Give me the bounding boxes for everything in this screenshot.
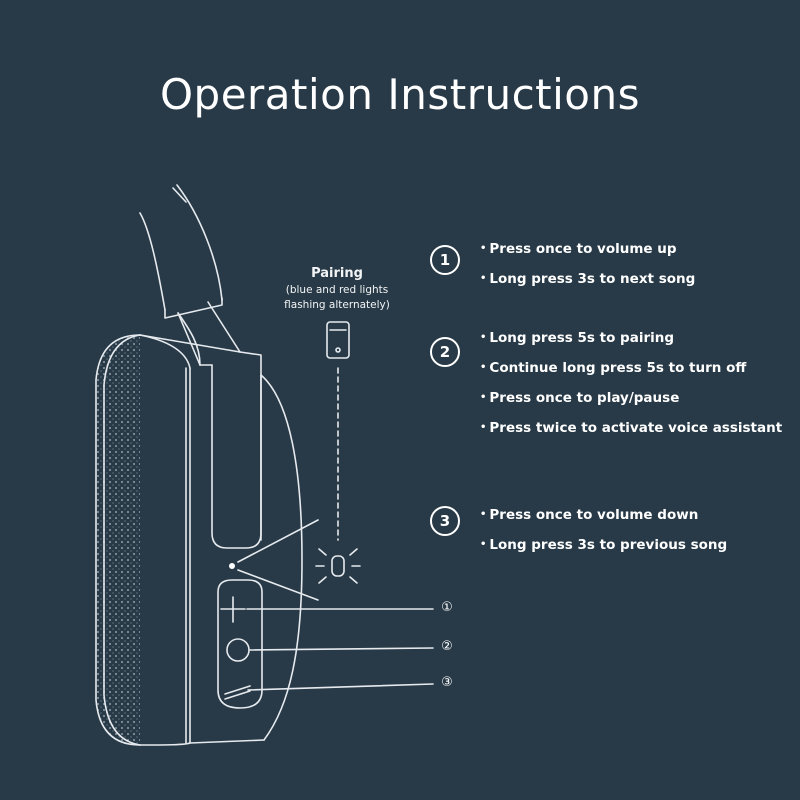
list-item: •Press once to volume up — [480, 240, 800, 270]
instruction-text: Press once to volume down — [489, 507, 699, 523]
slider-arm — [164, 297, 262, 549]
instruction-list: •Press once to volume up •Long press 3s … — [480, 240, 800, 300]
list-item: •Press twice to activate voice assistant — [480, 419, 800, 449]
pairing-title: Pairing — [311, 266, 363, 281]
step-number-badge: 1 — [430, 245, 460, 275]
pairing-label: Pairing (blue and red lights flashing al… — [262, 265, 412, 313]
blinking-light-icon — [315, 548, 361, 584]
bullet-icon: • — [480, 332, 487, 343]
instruction-text: Long press 5s to pairing — [489, 330, 675, 346]
led-rays — [237, 519, 319, 601]
headband — [139, 184, 223, 311]
pairing-note-line1: (blue and red lights — [285, 284, 389, 296]
callout-marker-3: ③ — [441, 675, 453, 690]
ear-cup — [139, 334, 303, 746]
phone-icon — [326, 321, 350, 359]
step-number-badge: 3 — [430, 506, 460, 536]
step-number-badge: 2 — [430, 337, 460, 367]
instruction-list: •Long press 5s to pairing •Continue long… — [480, 329, 800, 449]
list-item: •Long press 3s to next song — [480, 270, 800, 300]
list-item: •Long press 5s to pairing — [480, 329, 800, 359]
callout-marker-1: ① — [441, 600, 453, 615]
instruction-text: Press once to volume up — [489, 241, 677, 257]
instruction-text: Long press 3s to previous song — [489, 537, 728, 553]
control-panel — [217, 563, 263, 709]
instruction-text: Press twice to activate voice assistant — [489, 420, 783, 436]
instruction-text: Long press 3s to next song — [489, 271, 696, 287]
bullet-icon: • — [480, 509, 487, 520]
list-item: •Press once to volume down — [480, 506, 800, 536]
bullet-icon: • — [480, 243, 487, 254]
bullet-icon: • — [480, 273, 487, 284]
led-indicator — [229, 563, 235, 569]
page-title: Operation Instructions — [159, 70, 641, 119]
callout-lines — [246, 608, 434, 691]
instruction-text: Continue long press 5s to turn off — [489, 360, 747, 376]
bullet-icon: • — [480, 362, 487, 373]
ear-cushion — [95, 334, 141, 746]
instruction-list: •Press once to volume down •Long press 3… — [480, 506, 800, 566]
callout-marker-2: ② — [441, 639, 453, 654]
pairing-note-line2: flashing alternately) — [284, 299, 390, 311]
bullet-icon: • — [480, 392, 487, 403]
instruction-text: Press once to play/pause — [489, 390, 680, 406]
minus-icon — [224, 685, 251, 700]
multi-function-button — [226, 638, 250, 662]
list-item: •Continue long press 5s to turn off — [480, 359, 800, 389]
plus-icon — [220, 596, 246, 623]
list-item: •Press once to play/pause — [480, 389, 800, 419]
bullet-icon: • — [480, 539, 487, 550]
list-item: •Long press 3s to previous song — [480, 536, 800, 566]
bullet-icon: • — [480, 422, 487, 433]
